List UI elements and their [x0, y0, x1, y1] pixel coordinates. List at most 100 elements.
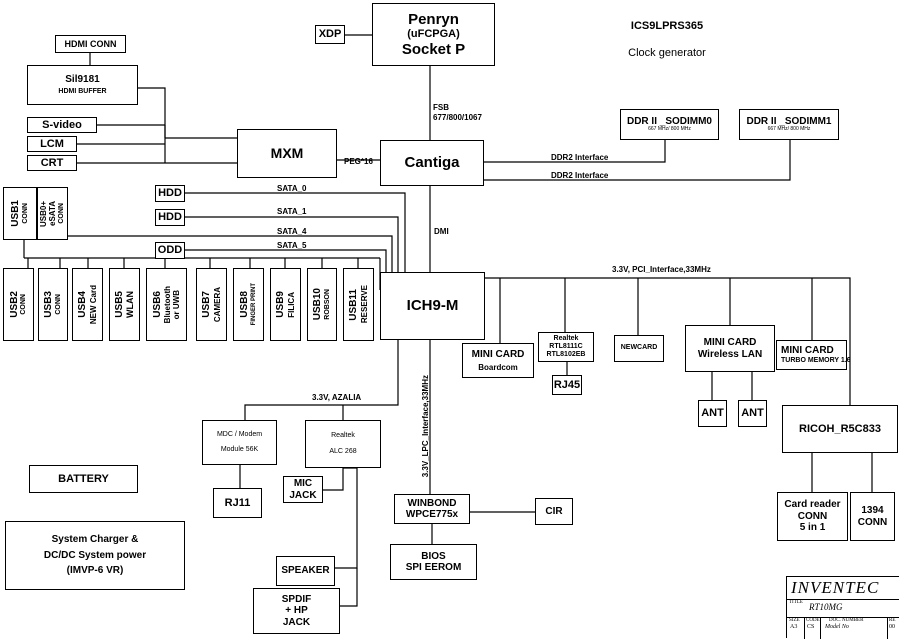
- odd-label: ODD: [157, 244, 183, 257]
- ant-box-1: ANT: [698, 400, 727, 427]
- usb4-box: USB4 NEW Card: [72, 268, 103, 341]
- lcm-box: LCM: [27, 136, 77, 152]
- usb10-type: ROBSON: [323, 289, 331, 320]
- crt-label: CRT: [40, 156, 64, 169]
- title-label: TITLE: [789, 600, 803, 605]
- ant-box-2: ANT: [738, 400, 767, 427]
- rj11-label: RJ11: [224, 496, 251, 509]
- ich9m-box: ICH9-M: [380, 272, 485, 340]
- lpc-text: 3.3V_LPC_Interface,33MHz: [421, 375, 430, 478]
- bios-line2: SPI EEROM: [405, 562, 462, 573]
- usb2-name: USB2: [8, 291, 20, 318]
- cpu-penryn-box: Penryn (uFCPGA) Socket P: [372, 3, 495, 66]
- peg-label: PEG*16: [344, 157, 373, 166]
- spdif-line1: SPDIF: [281, 593, 312, 605]
- conn-1394-box: 1394 CONN: [850, 492, 895, 541]
- lcm-label: LCM: [40, 137, 64, 150]
- minicard-wlan-box: MINI CARD Wireless LAN: [685, 325, 775, 372]
- hdd1-label: HDD: [158, 187, 182, 200]
- rj45-box: RJ45: [552, 375, 582, 395]
- pci-interface-label: 3.3V, PCI_Interface,33MHz: [612, 265, 711, 274]
- ddr1-title: DDR II _SODIMM1: [746, 115, 832, 127]
- mic-jack-box: MIC JACK: [283, 476, 323, 503]
- code-label: CODE: [806, 618, 820, 623]
- cardreader-line3: 5 in 1: [799, 522, 826, 534]
- ddr-sodimm0-box: DDR II _SODIMM0 667 MHz/ 800 MHz: [620, 109, 719, 140]
- company-name: INVENTEC: [791, 578, 880, 597]
- mc-boardcom-sub: Boardcom: [478, 362, 518, 372]
- usb1-name: USB1: [10, 200, 22, 227]
- doc-value: Model No: [825, 624, 849, 630]
- mxm-box: MXM: [237, 129, 337, 178]
- mc-boardcom-title: MINI CARD: [471, 349, 525, 361]
- usb6-name: USB6: [151, 291, 163, 318]
- charger-line1: System Charger &: [51, 534, 139, 546]
- usb2-box: USB2 CONN: [3, 268, 34, 341]
- cantiga-label: Cantiga: [404, 154, 460, 172]
- ddr-sodimm1-box: DDR II _SODIMM1 667 MHz/ 800 MHz: [739, 109, 839, 140]
- size-value: A3: [790, 624, 798, 630]
- cardreader-line2: CONN: [797, 510, 828, 522]
- spdif-line2: + HP: [285, 605, 308, 617]
- realtek-lan-box: Realtek RTL8111C RTL8102EB: [538, 332, 594, 362]
- clock-chip: ICS9LPRS365: [630, 20, 704, 32]
- ddr2-interface-label-0: DDR2 Interface: [551, 153, 609, 162]
- svideo-label: S-video: [42, 118, 82, 131]
- usb6-box: USB6 Bluetooth or UWB: [146, 268, 187, 341]
- usb10-box: USB10 ROBSON: [307, 268, 337, 341]
- ddr2-interface-label-1: DDR2 Interface: [551, 171, 609, 180]
- usb8-box: USB8 FINGER PRINT: [233, 268, 264, 341]
- rev-label: RE: [889, 618, 896, 623]
- minicard-turbo-box: MINI CARD TURBO MEMORY 1.6: [776, 340, 851, 370]
- cpu-package: (uFCPGA): [407, 28, 460, 41]
- usb5-box: USB5 WLAN: [109, 268, 140, 341]
- dmi-label: DMI: [434, 227, 449, 236]
- winbond-line1: WINBOND: [407, 497, 457, 509]
- cpu-socket: Socket P: [401, 40, 466, 58]
- mdc-modem-box: MDC / Modem Module 56K: [202, 420, 277, 465]
- fsb-speed: 677/800/1067: [433, 112, 482, 122]
- xdp-box: XDP: [315, 25, 345, 44]
- hdd-box-2: HDD: [155, 209, 185, 226]
- doc-label: DOC. NUMBER: [829, 618, 864, 623]
- mdc-line1: MDC / Modem: [216, 431, 263, 439]
- newcard-label: NEWCARD: [620, 344, 658, 352]
- rj11-box: RJ11: [213, 488, 262, 518]
- usb7-name: USB7: [201, 291, 213, 318]
- winbond-line2: WPCE775x: [405, 509, 459, 520]
- crt-box: CRT: [27, 155, 77, 171]
- speaker-box: SPEAKER: [276, 556, 335, 586]
- ant1-label: ANT: [701, 407, 724, 420]
- mc-wlan-sub: Wireless LAN: [697, 348, 763, 360]
- usb3-type: CONN: [54, 294, 62, 315]
- lan-chip-2: RTL8102EB: [546, 351, 586, 359]
- hdmi-conn-label: HDMI CONN: [64, 38, 117, 49]
- lan-vendor: Realtek: [553, 334, 579, 342]
- charger-line3: (IMVP-6 VR): [66, 565, 124, 577]
- realtek-codec-box: Realtek ALC 268: [305, 420, 381, 468]
- svideo-box: S-video: [27, 117, 97, 133]
- title-block: INVENTEC TITLE RT10MG SIZE A3 CODE CS DO…: [786, 576, 899, 639]
- battery-box: BATTERY: [29, 465, 138, 493]
- winbond-box: WINBOND WPCE775x: [394, 494, 470, 524]
- xdp-label: XDP: [318, 28, 342, 41]
- usb9-name: USB9: [275, 291, 287, 318]
- rj45-label: RJ45: [553, 378, 581, 391]
- usb0-type: CONN: [57, 203, 65, 224]
- cardreader-line1: Card reader: [784, 499, 841, 511]
- card-reader-box: Card reader CONN 5 in 1: [777, 492, 848, 541]
- conn1394-line1: 1394: [861, 505, 884, 516]
- bios-line1: BIOS: [421, 550, 446, 562]
- sil-chip: Sil9181: [65, 73, 100, 85]
- ich9m-label: ICH9-M: [406, 297, 459, 315]
- mc-wlan-title: MINI CARD: [703, 337, 757, 348]
- speaker-label: SPEAKER: [281, 565, 330, 577]
- spdif-line3: JACK: [282, 616, 311, 628]
- cir-box: CIR: [535, 498, 573, 525]
- ddr0-title: DDR II _SODIMM0: [626, 115, 712, 127]
- usb4-name: USB4: [77, 291, 89, 318]
- usb6-alt: or UWB: [172, 289, 182, 320]
- usb3-box: USB3 CONN: [38, 268, 68, 341]
- usb5-name: USB5: [113, 291, 125, 318]
